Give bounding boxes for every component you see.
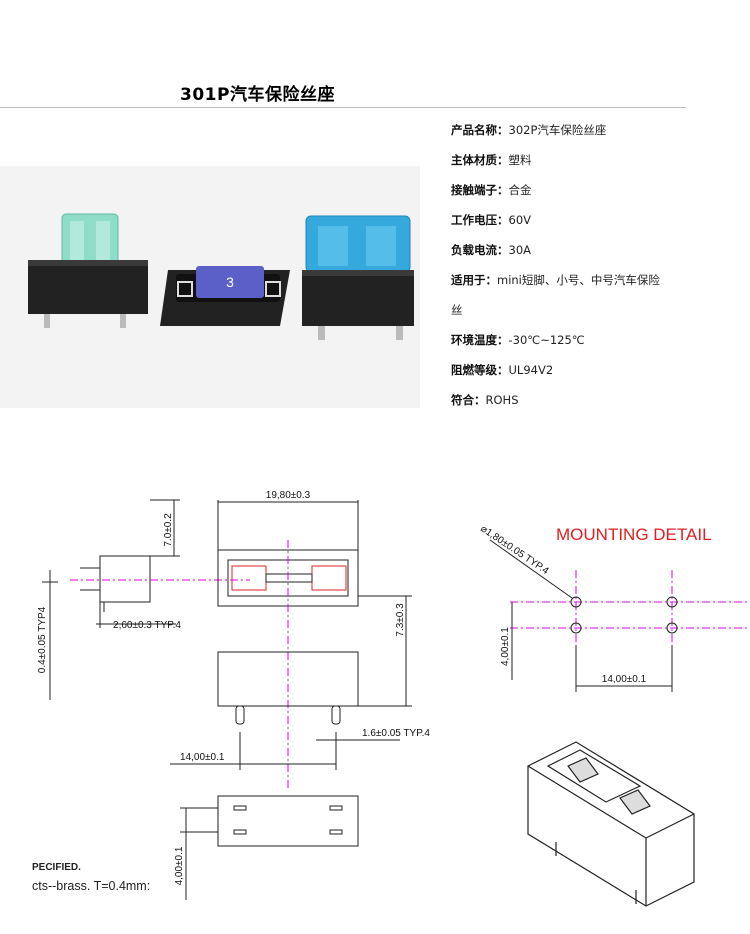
dim-depth: 7.3±0.3 bbox=[395, 603, 406, 637]
fuse-holder-blue bbox=[302, 215, 414, 340]
spec-value: -30℃~125℃ bbox=[508, 333, 585, 347]
spec-row: 接触端子：合金 bbox=[451, 181, 711, 211]
spec-row: 适用于：mini短脚、小号、中号汽车保险 bbox=[451, 271, 711, 301]
spec-label: 负载电流： bbox=[451, 243, 509, 257]
spec-list: 产品名称：302P汽车保险丝座 主体材质：塑料 接触端子：合金 工作电压：60V… bbox=[451, 121, 711, 421]
spec-value: 60V bbox=[508, 213, 532, 227]
spec-row: 工作电压：60V bbox=[451, 211, 711, 241]
spec-value: UL94V2 bbox=[508, 363, 554, 377]
technical-drawing: 7.0±0.2 2,60±0.3 TYP.4 0.4±0.05 TYP4 19,… bbox=[37, 490, 748, 907]
spec-row: 阻燃等级：UL94V2 bbox=[451, 361, 711, 391]
spec-row: 主体材质：塑料 bbox=[451, 151, 711, 181]
product-photo: 3 bbox=[0, 166, 420, 408]
spec-label: 接触端子： bbox=[451, 183, 509, 197]
spec-value: 302P汽车保险丝座 bbox=[508, 123, 607, 137]
dim-pin-thickness: 0.4±0.05 TYP4 bbox=[37, 606, 48, 673]
spec-value: 塑料 bbox=[508, 153, 532, 167]
fuse-holder-purple: 3 bbox=[160, 266, 290, 326]
dim-bottom-span: 4,00±0.1 bbox=[174, 846, 185, 885]
fuse-number: 3 bbox=[226, 274, 234, 290]
page-title: 301P汽车保险丝座 bbox=[180, 85, 335, 105]
front-view bbox=[170, 595, 412, 770]
spec-value: 30A bbox=[508, 243, 532, 257]
mounting-detail bbox=[489, 539, 748, 692]
dim-pin-span: 14,00±0.1 bbox=[180, 752, 225, 763]
spec-label: 环境温度： bbox=[451, 333, 509, 347]
note-line-2: cts--brass. T=0.4mm: bbox=[32, 879, 151, 893]
dim-mount-pitch-y: 4,00±0.1 bbox=[500, 627, 511, 666]
bottom-view bbox=[180, 795, 359, 900]
spec-row-continued: 丝 bbox=[451, 301, 711, 331]
spec-label: 适用于： bbox=[451, 273, 497, 287]
spec-label: 符合： bbox=[451, 393, 486, 407]
dim-mount-pitch-x: 14,00±0.1 bbox=[602, 674, 647, 685]
dim-height: 7.0±0.2 bbox=[163, 513, 174, 547]
spec-label: 产品名称： bbox=[451, 123, 509, 137]
spec-row: 环境温度：-30℃~125℃ bbox=[451, 331, 711, 361]
drawing-notes: PECIFIED. cts--brass. T=0.4mm: bbox=[32, 862, 150, 893]
dim-width: 19,80±0.3 bbox=[266, 490, 311, 501]
fuse-holder-green bbox=[28, 213, 148, 328]
spec-value: 丝 bbox=[451, 303, 463, 317]
spec-label: 阻燃等级： bbox=[451, 363, 509, 377]
mounting-detail-title: MOUNTING DETAIL bbox=[556, 525, 712, 544]
spec-value: mini短脚、小号、中号汽车保险 bbox=[497, 273, 660, 287]
spec-value: 合金 bbox=[508, 183, 532, 197]
spec-value: ROHS bbox=[485, 393, 519, 407]
top-view bbox=[217, 500, 359, 790]
title-divider bbox=[0, 107, 686, 108]
spec-row: 符合：ROHS bbox=[451, 391, 711, 421]
dim-hole-diameter: ⌀1,80±0.05 TYP.4 bbox=[478, 523, 550, 577]
side-view bbox=[42, 499, 250, 700]
dim-pin-pitch: 2,60±0.3 TYP.4 bbox=[113, 620, 181, 631]
spec-row: 产品名称：302P汽车保险丝座 bbox=[451, 121, 711, 151]
spec-row: 负载电流：30A bbox=[451, 241, 711, 271]
spec-label: 工作电压： bbox=[451, 213, 509, 227]
spec-label: 主体材质： bbox=[451, 153, 509, 167]
note-line-1: PECIFIED. bbox=[32, 862, 81, 873]
isometric-view bbox=[527, 741, 695, 907]
dim-pin-width: 1.6±0.05 TYP.4 bbox=[362, 728, 430, 739]
